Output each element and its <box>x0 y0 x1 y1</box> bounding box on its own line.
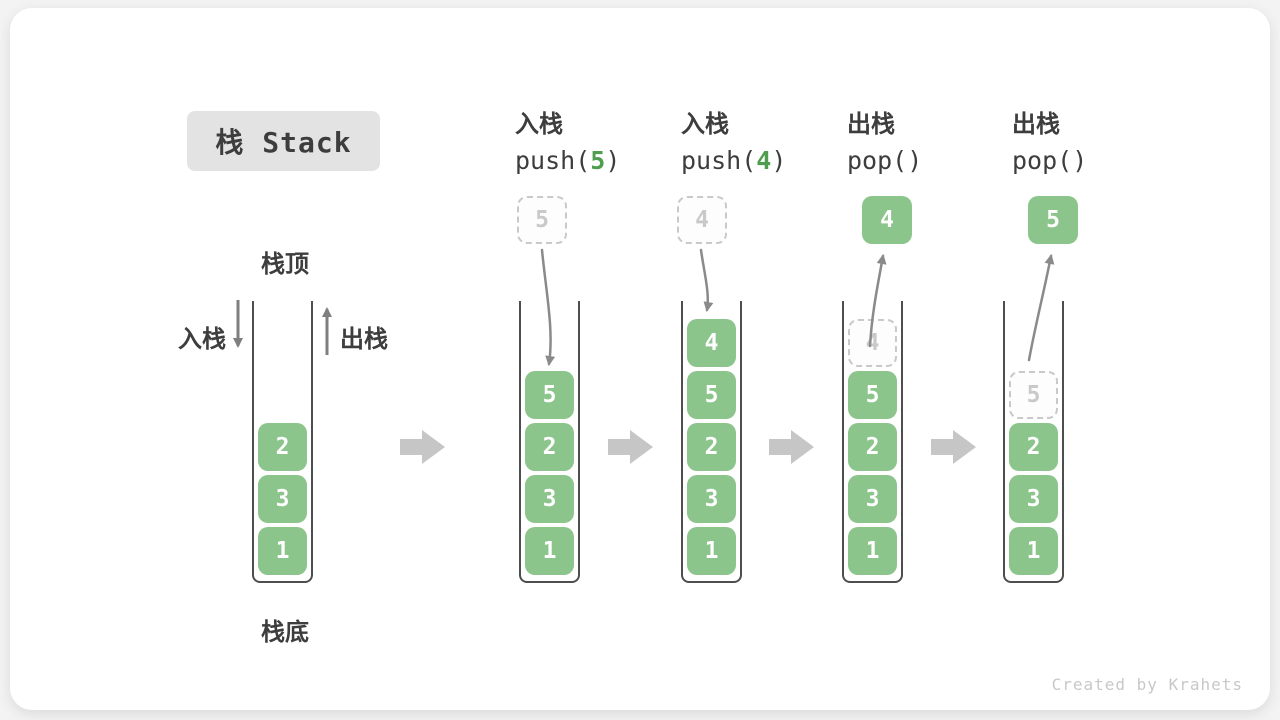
stack-cell: 4 <box>687 319 736 367</box>
stack-cell: 1 <box>525 527 574 575</box>
floating-cell-dashed: 4 <box>677 196 727 244</box>
watermark: Created by Krahets <box>1051 675 1243 694</box>
stack-cell-ghost: 5 <box>1009 371 1058 419</box>
stack-cell: 3 <box>1009 475 1058 523</box>
push-arg: 5 <box>590 146 606 175</box>
stack-cell: 2 <box>848 423 897 471</box>
stack-cell: 2 <box>1009 423 1058 471</box>
stack-cell: 1 <box>687 527 736 575</box>
stack-cell: 1 <box>258 527 307 575</box>
title-badge: 栈 Stack <box>187 111 380 171</box>
stack-cell: 5 <box>848 371 897 419</box>
stack-cell: 2 <box>258 423 307 471</box>
stack-cell: 2 <box>525 423 574 471</box>
step-label-push4: 入栈 push(4) <box>681 104 831 175</box>
push-direction-label: 入栈 <box>178 326 226 353</box>
stack-cell: 3 <box>848 475 897 523</box>
stack-cell: 3 <box>258 475 307 523</box>
stack-cell-ghost: 4 <box>848 319 897 367</box>
step-label-pop5: 出栈 pop() <box>1012 104 1162 175</box>
floating-cell-popped: 5 <box>1028 196 1078 244</box>
stack-cell: 5 <box>687 371 736 419</box>
stack-top-label: 栈顶 <box>261 251 309 278</box>
stack-cell: 3 <box>687 475 736 523</box>
stack-cell: 5 <box>525 371 574 419</box>
step-label-pop4: 出栈 pop() <box>847 104 997 175</box>
step-op: 入栈 <box>681 111 729 138</box>
stack-cell: 1 <box>1009 527 1058 575</box>
step-code: pop() <box>1012 146 1088 175</box>
stack-cell: 2 <box>687 423 736 471</box>
stack-cell: 3 <box>525 475 574 523</box>
step-label-push5: 入栈 push(5) <box>515 104 665 175</box>
step-op: 出栈 <box>847 111 895 138</box>
stack-bottom-label: 栈底 <box>261 619 309 646</box>
step-code: push(4) <box>681 146 787 175</box>
push-arg: 4 <box>756 146 772 175</box>
step-op: 出栈 <box>1012 111 1060 138</box>
step-code: pop() <box>847 146 923 175</box>
floating-cell-popped: 4 <box>862 196 912 244</box>
title-text: 栈 Stack <box>215 126 352 159</box>
step-op: 入栈 <box>515 111 563 138</box>
floating-cell-dashed: 5 <box>517 196 567 244</box>
step-code: push(5) <box>515 146 621 175</box>
stack-cell: 1 <box>848 527 897 575</box>
pop-direction-label: 出栈 <box>340 326 388 353</box>
